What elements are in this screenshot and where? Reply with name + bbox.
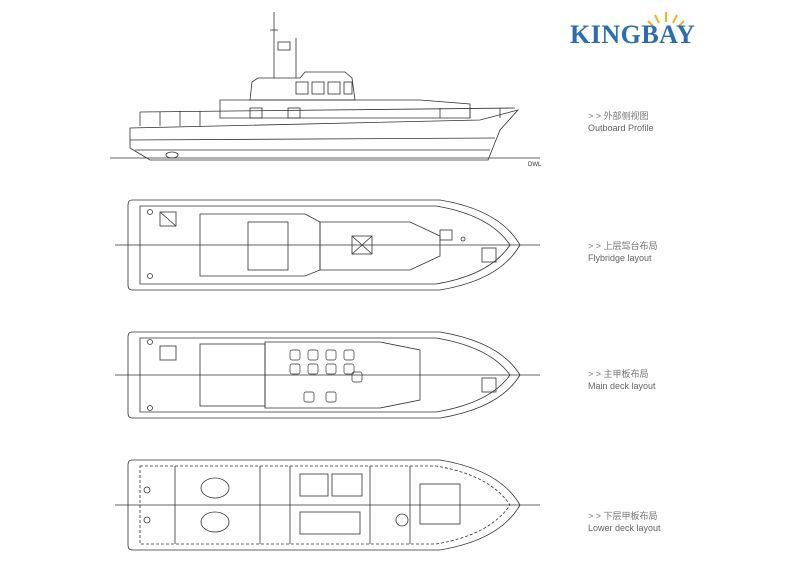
view-label-cn: > > 主甲板布局 bbox=[588, 369, 649, 379]
view-label-profile: > > 外部侧视图 Outboard Profile bbox=[588, 110, 654, 134]
flybridge-layout-drawing bbox=[115, 199, 540, 291]
outboard-profile-drawing: DWL bbox=[110, 12, 542, 168]
view-label-en: Main deck layout bbox=[588, 381, 656, 391]
sun-rays-icon bbox=[647, 12, 685, 28]
view-label-lower: > > 下层甲板布局 Lower deck layout bbox=[588, 510, 661, 534]
view-label-en: Outboard Profile bbox=[588, 123, 654, 133]
dwl-mark: DWL bbox=[528, 162, 542, 168]
lower-deck-layout-drawing bbox=[115, 459, 540, 551]
view-label-en: Lower deck layout bbox=[588, 523, 661, 533]
view-label-en: Flybridge layout bbox=[588, 253, 652, 263]
view-label-cn: > > 上层驾台布局 bbox=[588, 241, 658, 251]
view-label-cn: > > 外部侧视图 bbox=[588, 111, 649, 121]
brand-name: KINGBAY bbox=[570, 20, 696, 49]
main-deck-layout-drawing bbox=[115, 331, 540, 419]
view-label-flybridge: > > 上层驾台布局 Flybridge layout bbox=[588, 240, 658, 264]
view-label-cn: > > 下层甲板布局 bbox=[588, 511, 658, 521]
view-label-main: > > 主甲板布局 Main deck layout bbox=[588, 368, 656, 392]
kingbay-logo: KINGBAY bbox=[570, 8, 720, 49]
